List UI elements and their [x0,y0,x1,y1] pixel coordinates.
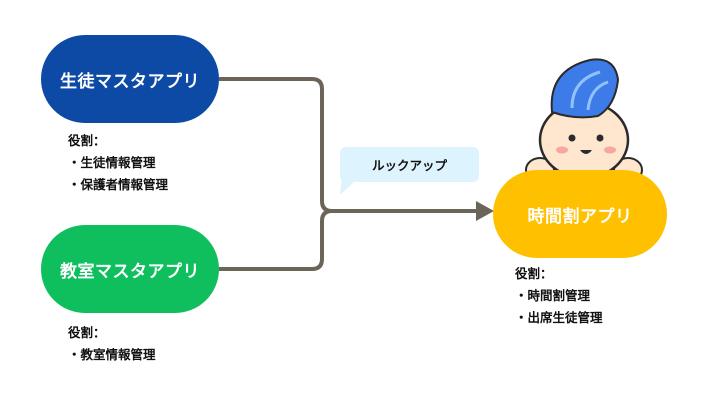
roles-heading: 役割： [68,133,106,148]
timetable-app-roles: 役割： 時間割管理 出席生徒管理 [515,263,603,329]
roles-heading: 役割： [68,325,106,340]
lookup-label: ルックアップ [371,158,447,173]
roles-heading: 役割： [515,266,553,281]
student-app-roles: 役割： 生徒情報管理 保護者情報管理 [68,130,168,196]
student-master-app-node: 生徒マスタアプリ [41,35,219,123]
role-item: 教室情報管理 [68,344,156,366]
room-master-app-node: 教室マスタアプリ [41,225,219,313]
room-app-roles: 役割： 教室情報管理 [68,322,156,366]
connector-room-to-timetable [219,209,333,271]
room-master-app-title: 教室マスタアプリ [60,261,200,282]
role-item: 保護者情報管理 [68,174,169,196]
arrow-head-icon [476,201,494,221]
timetable-app-title: 時間割アプリ [527,206,633,227]
role-item: 生徒情報管理 [68,152,168,174]
lookup-speech-bubble: ルックアップ [340,147,479,182]
timetable-app-node: 時間割アプリ [493,170,667,258]
student-master-app-title: 生徒マスタアプリ [60,71,200,92]
role-item: 出席生徒管理 [515,307,603,329]
role-item: 時間割管理 [515,285,603,307]
